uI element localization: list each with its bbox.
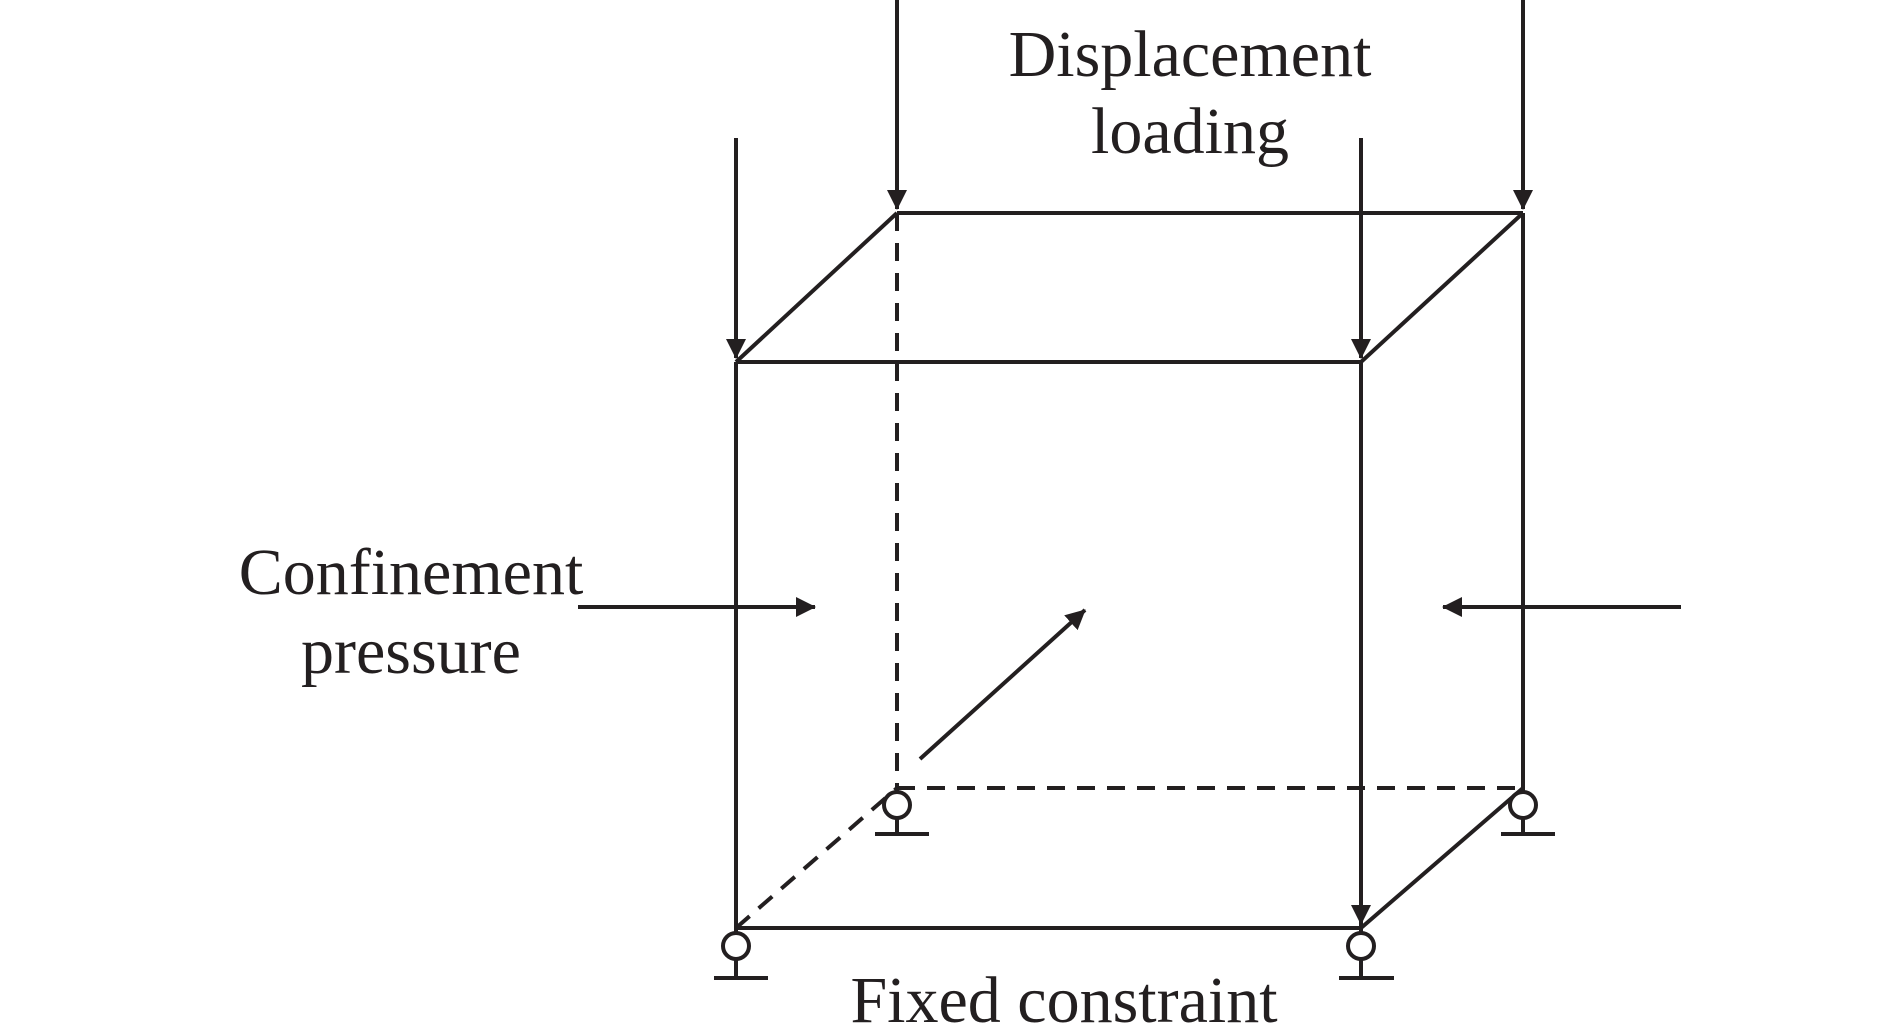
support-pin-icon bbox=[1346, 931, 1376, 961]
support-pin-icon bbox=[1508, 790, 1538, 820]
cube-hidden-edges bbox=[734, 213, 1523, 930]
right-bottom-edge bbox=[1359, 786, 1525, 930]
displacement-label-line2: loading bbox=[1091, 95, 1289, 168]
support-front-left bbox=[714, 928, 768, 980]
support-pin-icon bbox=[721, 931, 751, 961]
cube-visible-edges bbox=[734, 211, 1525, 930]
support-front-right bbox=[1339, 928, 1394, 980]
confinement-pressure-arrows bbox=[578, 597, 1681, 761]
fixed-supports bbox=[714, 788, 1555, 980]
support-pin-icon bbox=[882, 790, 912, 820]
fixed-constraint-label: Fixed constraint bbox=[850, 964, 1277, 1029]
confinement-label-line1: Confinement bbox=[239, 536, 584, 609]
hidden-left-bottom-edge bbox=[734, 786, 899, 930]
support-back-left bbox=[875, 788, 929, 836]
right-top-edge bbox=[1359, 211, 1525, 364]
support-back-right bbox=[1501, 788, 1555, 836]
left-top-edge bbox=[734, 211, 899, 364]
confinement-label-line2: pressure bbox=[301, 615, 521, 688]
displacement-label-line1: Displacement bbox=[1009, 18, 1372, 91]
confinement-arrow-diagonal bbox=[918, 608, 1087, 761]
displacement-loading-arrows bbox=[726, 0, 1533, 925]
